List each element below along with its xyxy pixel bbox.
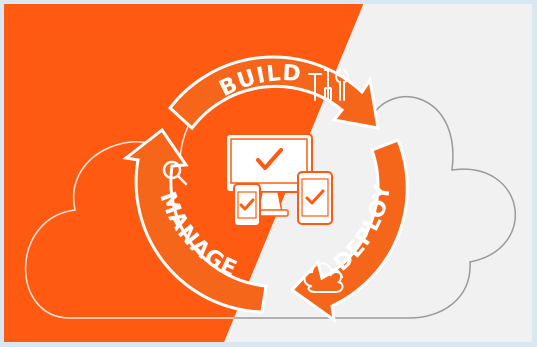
frame-border-bottom (0, 342, 537, 347)
tablet-icon (297, 171, 333, 225)
frame-border-left (0, 0, 4, 347)
cloud-icon (303, 262, 344, 293)
phone-icon (233, 183, 261, 227)
frame-border-top (0, 0, 537, 4)
tools-icon (308, 69, 349, 101)
magnifier-icon (162, 160, 188, 186)
monitor-icon (225, 133, 313, 217)
devices-checkmark-icon (225, 133, 333, 227)
frame-border-right (532, 0, 537, 347)
